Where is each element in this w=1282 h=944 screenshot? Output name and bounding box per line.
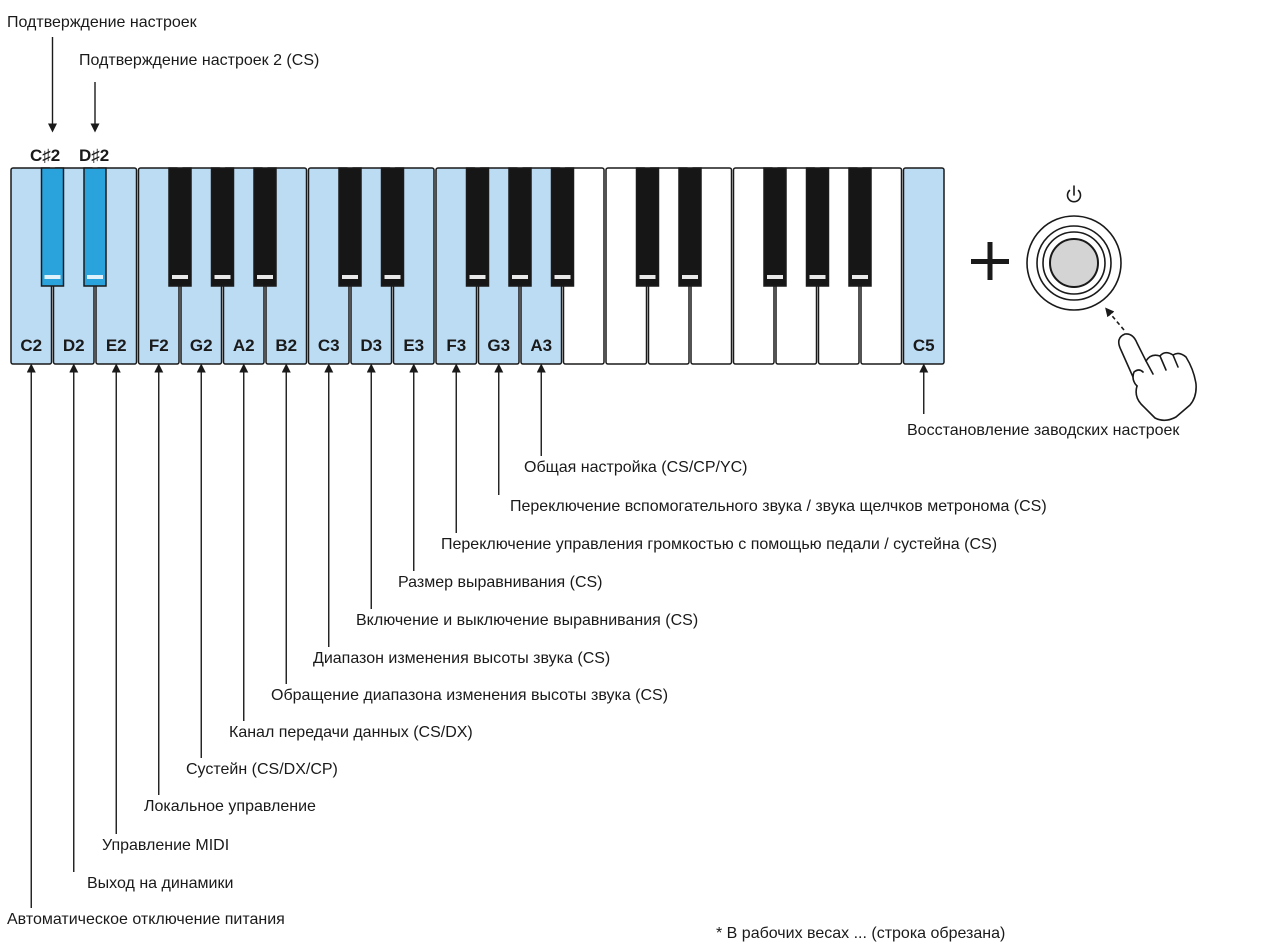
c5-function-label: Восстановление заводских настроек: [907, 422, 1180, 439]
function-label-c2: Автоматическое отключение питания: [7, 911, 285, 928]
function-label-a3: Общая настройка (CS/CP/YC): [524, 459, 748, 476]
function-label-f2: Локальное управление: [144, 798, 316, 815]
black-key-shine: [554, 275, 571, 279]
function-label-e3: Размер выравнивания (CS): [398, 574, 603, 591]
black-key-shine: [257, 275, 273, 279]
black-key-shine: [44, 275, 61, 279]
pointing-hand-icon: [1117, 333, 1197, 422]
function-label-g2: Сустейн (CS/DX/CP): [186, 761, 338, 778]
black-key-shine: [809, 275, 826, 279]
power-icon: [1066, 185, 1082, 203]
confirm-settings-2-label: Подтверждение настроек 2 (CS): [79, 52, 320, 69]
keyboard: C2 D2 E2 F2 G2 A2 B2 C3 D3 E3 F3 G3 A3 C5: [10, 167, 945, 365]
key-label-g2: G2: [190, 336, 213, 355]
key-label-a2: A2: [233, 336, 255, 355]
black-key-n9: [550, 167, 575, 287]
key-label-a3: A3: [530, 336, 552, 355]
key-label-c3: C3: [318, 336, 340, 355]
black-key-label-cs2: C♯2: [30, 146, 61, 165]
key-label-f3: F3: [446, 336, 466, 355]
key-label-c2: C2: [20, 336, 42, 355]
black-key-shine: [512, 275, 528, 279]
black-key-n11: [678, 167, 702, 287]
black-key-shine: [87, 275, 103, 279]
confirm-settings-label: Подтверждение настроек: [7, 14, 197, 31]
key-label-e3: E3: [403, 336, 424, 355]
function-label-e2: Управление MIDI: [102, 837, 230, 854]
key-label-c5: C5: [913, 336, 935, 355]
black-key-n5: [338, 167, 362, 287]
function-label-d2: Выход на динамики: [87, 875, 234, 892]
black-key-shine: [639, 275, 656, 279]
leader-lines: [26, 37, 929, 908]
black-key-n12: [763, 167, 787, 287]
plus-sign: [971, 242, 1009, 280]
black-key-shine: [852, 275, 868, 279]
footnote: * В рабочих весах ... (строка обрезана): [716, 925, 1006, 942]
black-key-shine: [767, 275, 783, 279]
function-label-a2: Канал передачи данных (CS/DX): [229, 724, 473, 741]
black-key-n4: [253, 167, 277, 287]
black-key-n2: [168, 167, 192, 287]
black-key-n7: [465, 167, 490, 287]
black-key-ds2: [83, 167, 107, 287]
key-label-d2: D2: [63, 336, 85, 355]
black-key-cs2: [40, 167, 65, 287]
power-button: [1026, 215, 1122, 311]
function-label-b2: Обращение диапазона изменения высоты зву…: [271, 687, 669, 704]
function-label-g3: Переключение вспомогательного звука / зв…: [510, 498, 1047, 515]
function-label-f3: Переключение управления громкостью с пом…: [441, 536, 998, 553]
black-key-shine: [172, 275, 188, 279]
black-key-n13: [805, 167, 830, 287]
black-key-shine: [214, 275, 231, 279]
function-label-d3: Включение и выключение выравнивания (CS): [356, 612, 699, 629]
black-key-n10: [635, 167, 660, 287]
key-label-g3: G3: [487, 336, 510, 355]
black-key-n14: [848, 167, 872, 287]
white-key-c5: [902, 167, 945, 365]
key-label-f2: F2: [149, 336, 169, 355]
black-key-label-ds2: D♯2: [79, 146, 110, 165]
key-label-d3: D3: [360, 336, 382, 355]
key-label-e2: E2: [106, 336, 127, 355]
black-key-shine: [384, 275, 401, 279]
black-key-n8: [508, 167, 532, 287]
black-key-n3: [210, 167, 235, 287]
key-label-b2: B2: [275, 336, 297, 355]
black-key-shine: [469, 275, 486, 279]
press-arrow: [1105, 307, 1125, 331]
black-key-n6: [380, 167, 405, 287]
function-label-c3: Диапазон изменения высоты звука (CS): [313, 650, 611, 667]
black-key-shine: [682, 275, 698, 279]
black-key-shine: [342, 275, 358, 279]
